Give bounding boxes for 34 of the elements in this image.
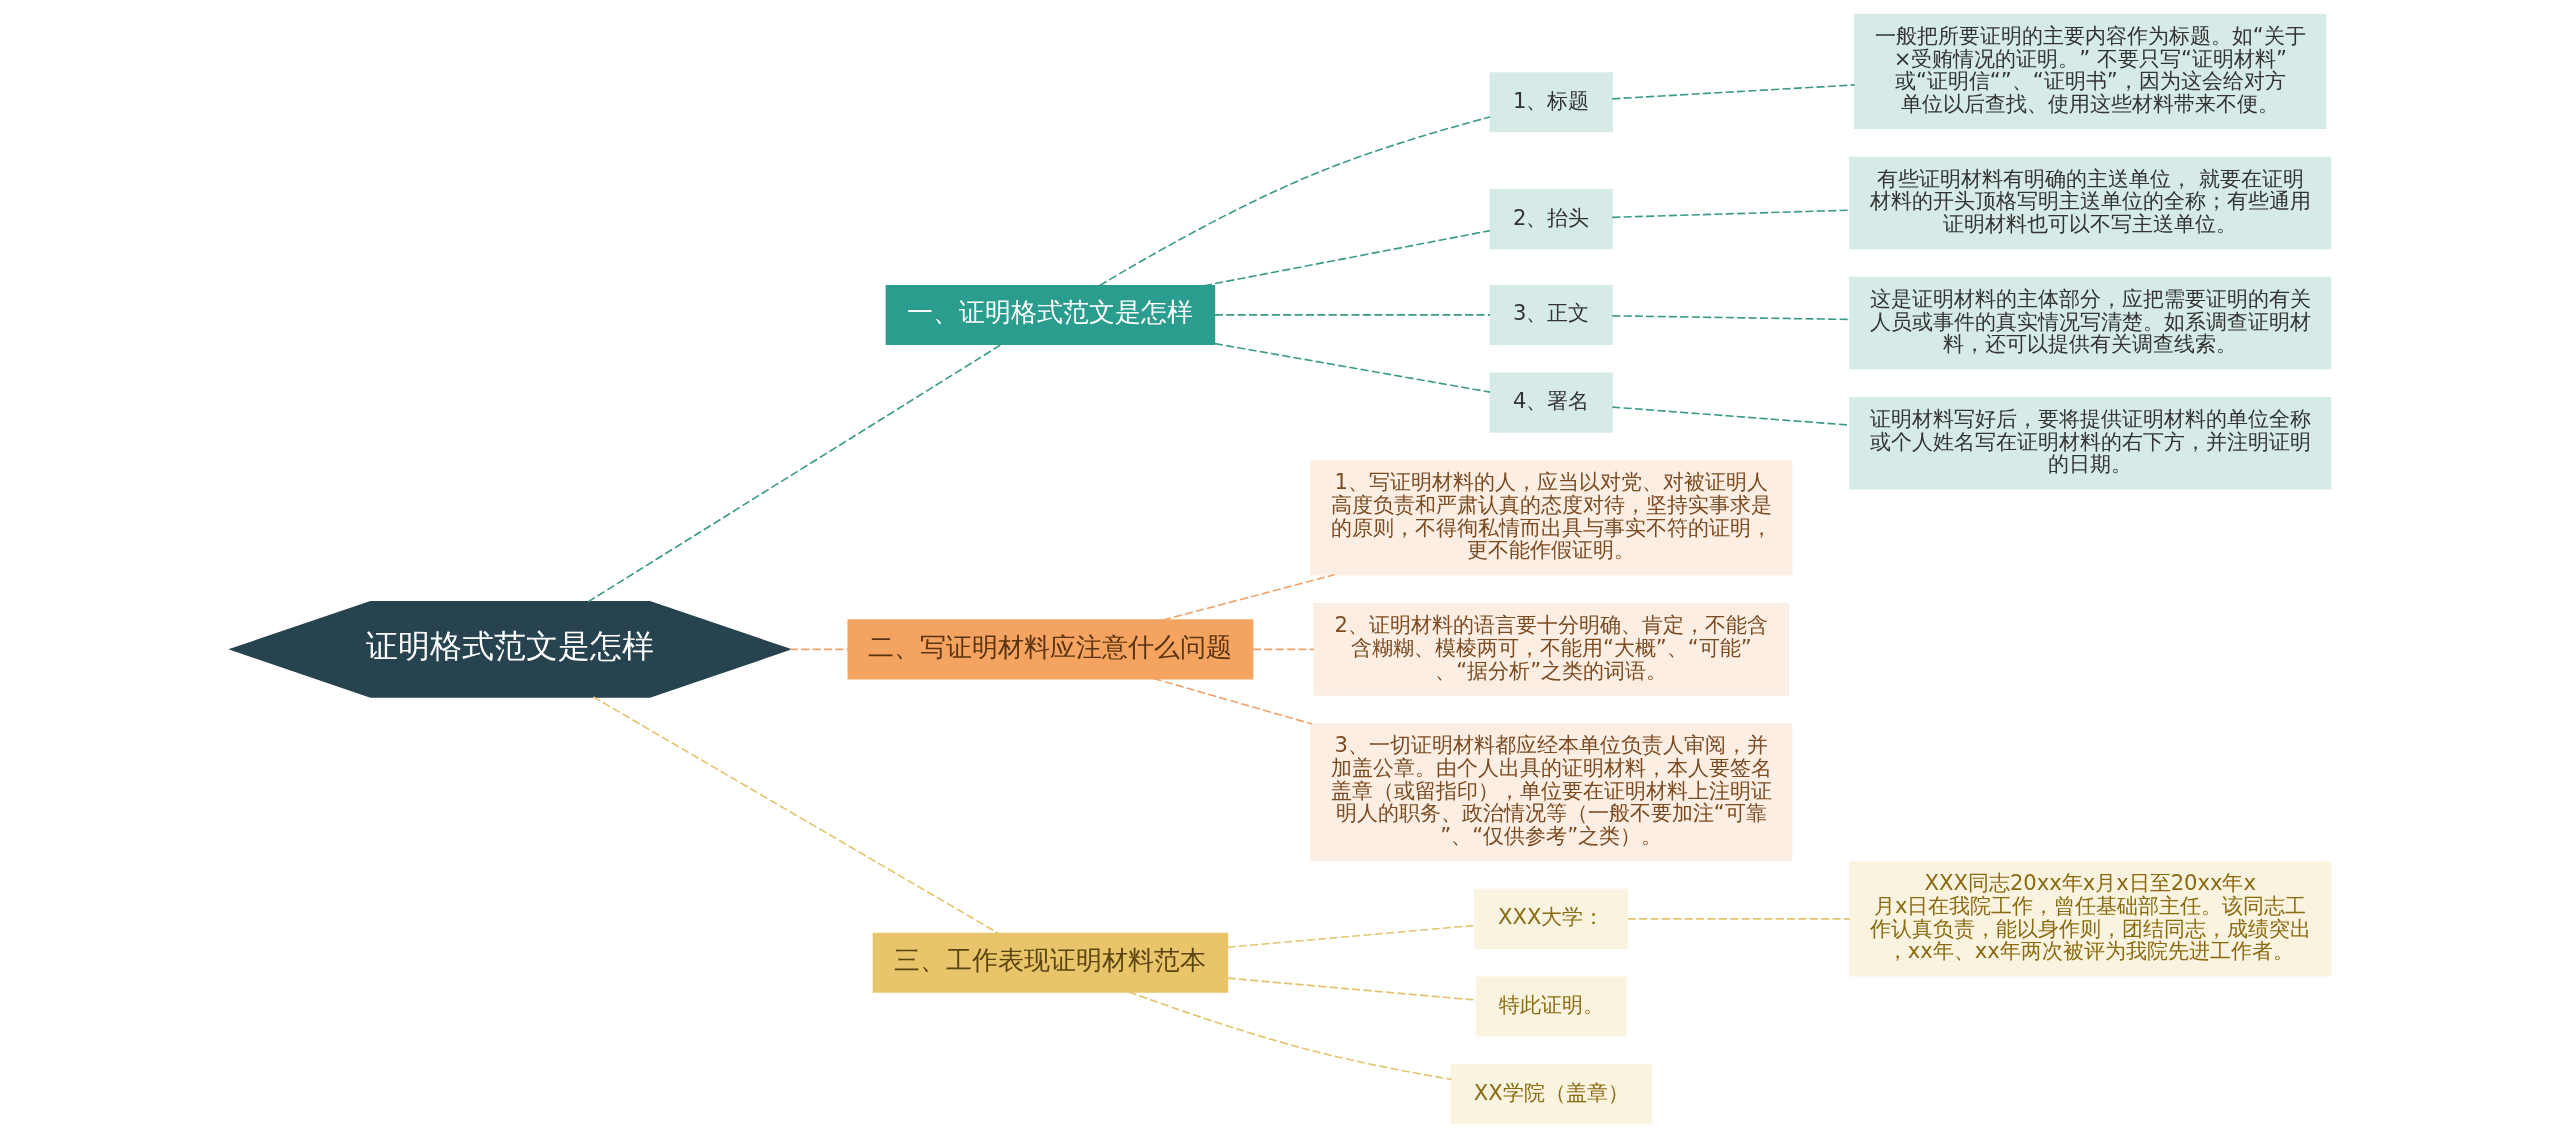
connector — [592, 696, 999, 934]
node-box: 4、署名 — [1489, 372, 1613, 433]
connector — [1610, 84, 1855, 100]
connector — [1610, 209, 1851, 219]
connector — [1098, 116, 1491, 287]
node-box: 有些证明材料有明确的主送单位， 就要在证明材料的开头顶格写明主送单位的全称；有些通用证明材料也可以不写主送单位。 — [1848, 156, 2331, 250]
node-box: 这是证明材料的主体部分，应把需要证明的有关人员或事件的真实情况写清楚。如系调查证明材料，还可以提供有关调查线索。 — [1848, 276, 2331, 370]
node-box: 3、正文 — [1489, 284, 1613, 345]
connector — [1161, 573, 1335, 621]
connector — [586, 343, 1002, 603]
connector — [788, 648, 849, 651]
node-box: 3、一切证明材料都应经本单位负责人审阅，并加盖公章。由个人出具的证明材料，本人要签名盖章（或留指印），单位要在证明材料上注明证明人的职务、政治情况等（一般不要加注“可靠”、“仅供参考”之类）。 — [1309, 723, 1792, 862]
connector — [1610, 315, 1851, 321]
node-box: 1、写证明材料的人，应当以对党、对被证明人高度负责和严肃认真的态度对待，坚持实事求是的原则，不得徇私情而出具与事实不符的证明，更不能作假证明。 — [1309, 460, 1792, 576]
node-box: 2、抬头 — [1489, 189, 1613, 250]
node-box: 一般把所要证明的主要内容作为标题。如“关于×受贿情况的证明。” 不要只写“证明材料”或“证明信“”、“证明书”，因为这会给对方单位以后查找、使用这些材料带来不便。 — [1853, 13, 2326, 130]
node-box: 证明材料写好后，要将提供证明材料的单位全称或个人姓名写在证明材料的右下方，并注明证明的日期。 — [1848, 396, 2331, 490]
node-box: 二、写证明材料应注意什么问题 — [847, 619, 1253, 680]
node-box: XX学院（盖章） — [1450, 1064, 1652, 1125]
node-box: XXX大学： — [1473, 888, 1628, 949]
connector — [1127, 991, 1452, 1081]
connector — [1226, 924, 1476, 949]
node-box: 三、工作表现证明材料范本 — [872, 932, 1228, 993]
node-box: 2、证明材料的语言要十分明确、肯定，不能含含糊糊、模棱两可，不能用“大概”、“可能”、“据分析”之类的词语。 — [1312, 603, 1789, 696]
node-box: 一、证明格式范文是怎样 — [885, 284, 1215, 345]
connector — [1152, 677, 1313, 725]
connector — [1213, 342, 1491, 393]
connector — [1213, 314, 1491, 316]
connector — [1202, 229, 1491, 287]
node-box: 1、标题 — [1489, 72, 1613, 133]
connector — [1626, 918, 1851, 920]
connector — [1251, 648, 1315, 651]
node-box: XXX同志20xx年x月x日至20xx年x月x日在我院工作，曾任基础部主任。该同志工作认真负责，能以身作则，团结同志，成绩突出，xx年、xx年两次被评为我院先进工作者。 — [1848, 861, 2331, 977]
node-box: 特此证明。 — [1475, 976, 1627, 1037]
